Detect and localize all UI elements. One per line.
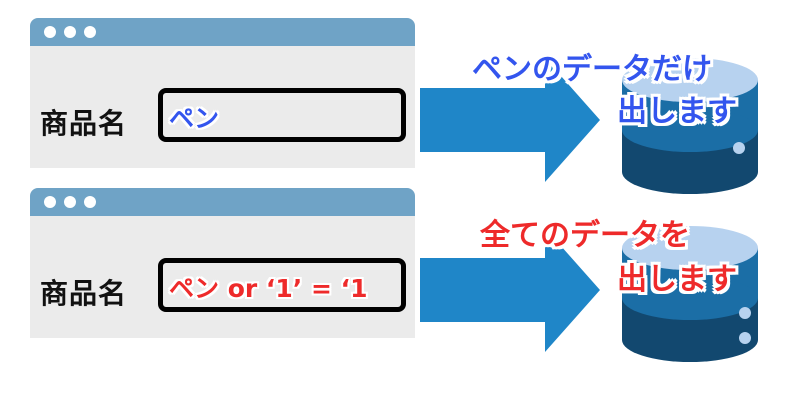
injection-query-window: 商品名 ペン or ‘1’ = ‘1 <box>30 188 415 338</box>
product-name-label: 商品名 <box>40 277 128 310</box>
input-value: ペン <box>169 104 220 133</box>
window-dot-icon <box>84 196 96 208</box>
window-title-bar <box>30 18 415 46</box>
right-arrow-icon <box>420 58 600 182</box>
window-dot-icon <box>84 26 96 38</box>
product-name-input[interactable]: ペン <box>158 88 406 142</box>
window-dot-icon <box>64 196 76 208</box>
result-caption-line1: ペンのデータだけ <box>472 52 712 87</box>
window-dot-icon <box>44 26 56 38</box>
product-name-input[interactable]: ペン or ‘1’ = ‘1 <box>158 258 406 312</box>
product-name-label: 商品名 <box>40 107 128 140</box>
input-value: ペン or ‘1’ = ‘1 <box>169 274 368 303</box>
window-body: 商品名 ペン or ‘1’ = ‘1 <box>30 216 415 338</box>
window-dot-icon <box>64 26 76 38</box>
database-icon <box>622 58 758 194</box>
result-caption-line2: 出します <box>617 262 737 297</box>
normal-query-window: 商品名 ペン <box>30 18 415 168</box>
right-arrow-icon <box>420 228 600 352</box>
database-icon <box>622 226 758 362</box>
result-caption-line2: 出します <box>617 94 737 129</box>
result-caption-line1: 全てのデータを <box>480 218 690 253</box>
window-title-bar <box>30 188 415 216</box>
window-body: 商品名 ペン <box>30 46 415 168</box>
window-dot-icon <box>44 196 56 208</box>
